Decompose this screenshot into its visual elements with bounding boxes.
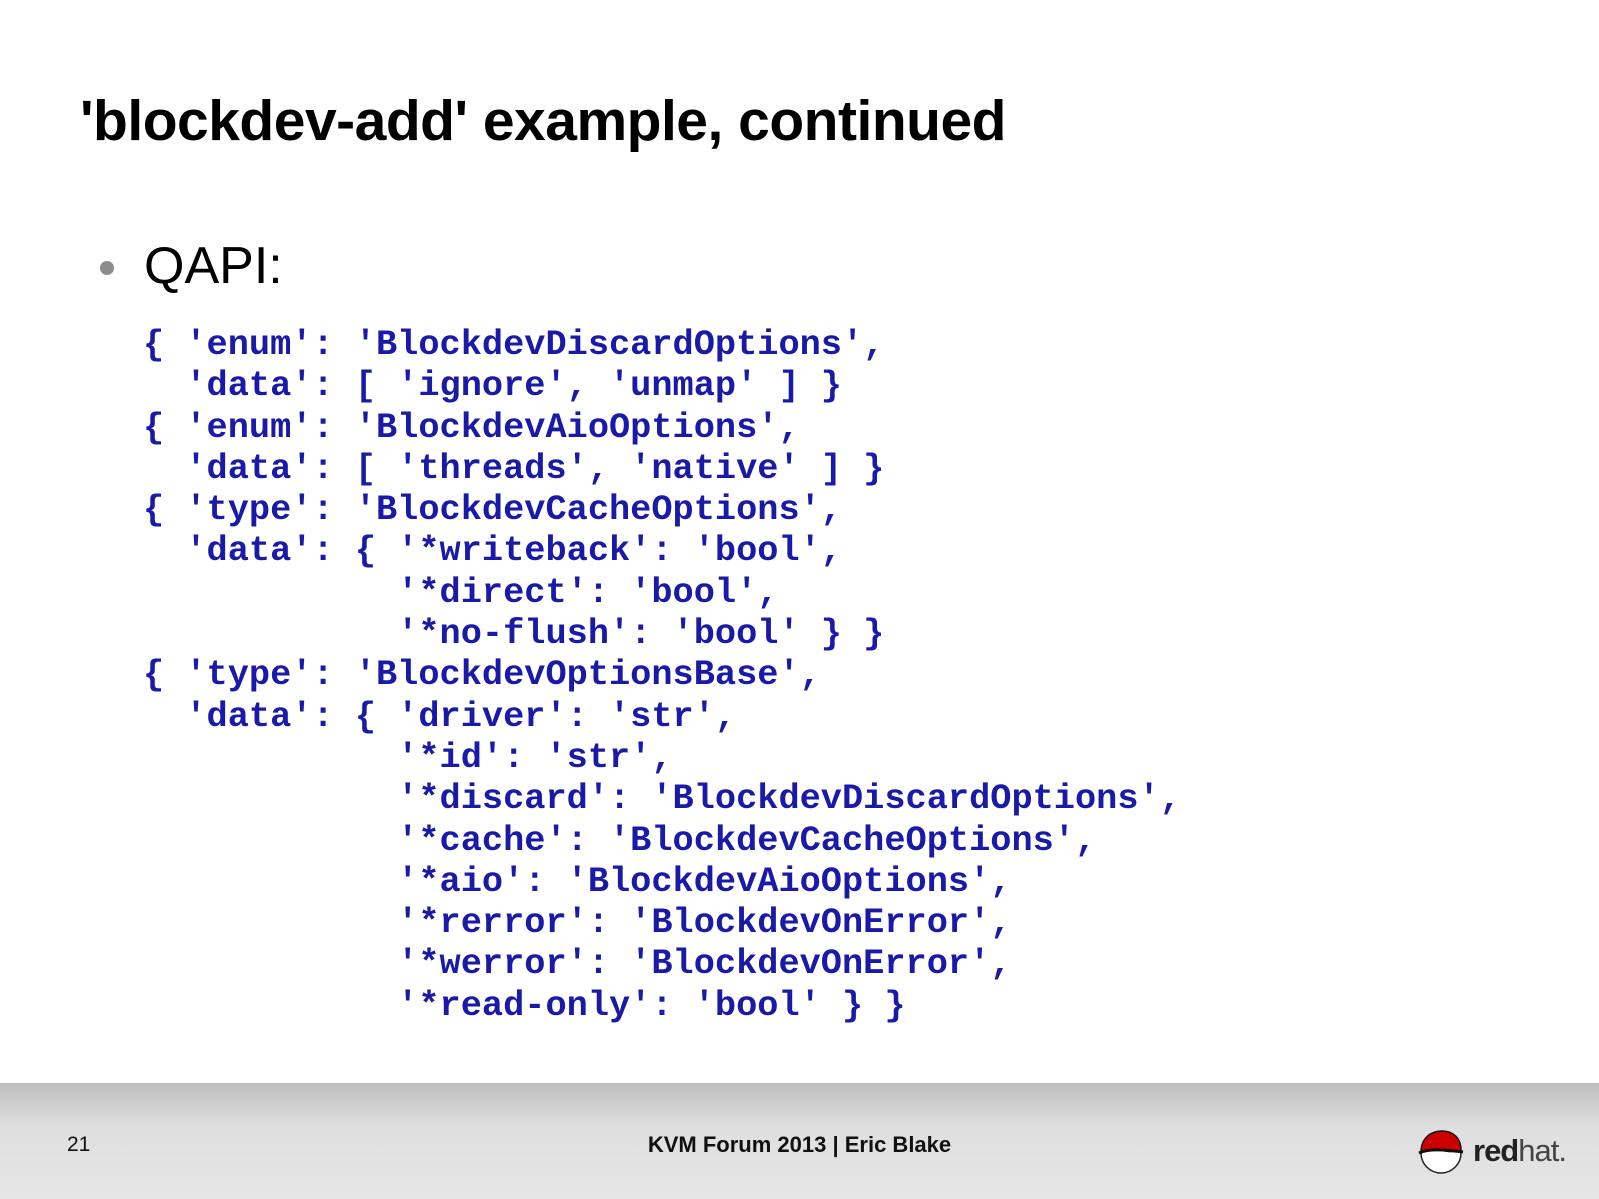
bullet-item: QAPI: — [100, 236, 283, 296]
code-line: 'data': [ 'ignore', 'unmap' ] } — [143, 366, 842, 407]
code-line: '*id': 'str', — [143, 737, 673, 778]
code-line: '*werror': 'BlockdevOnError', — [143, 944, 1012, 985]
code-line: '*rerror': 'BlockdevOnError', — [143, 903, 1012, 944]
code-line: 'data': { '*writeback': 'bool', — [143, 531, 842, 572]
code-block: { 'enum': 'BlockdevDiscardOptions', 'dat… — [143, 325, 1181, 1027]
code-line: { 'type': 'BlockdevCacheOptions', — [143, 490, 842, 531]
slide-title: 'blockdev-add' example, continued — [80, 89, 1006, 153]
redhat-logo: redhat. — [1417, 1128, 1567, 1174]
code-line: { 'enum': 'BlockdevDiscardOptions', — [143, 325, 885, 365]
code-line: 'data': { 'driver': 'str', — [143, 696, 737, 737]
code-line: { 'type': 'BlockdevOptionsBase', — [143, 655, 821, 696]
code-line: 'data': [ 'threads', 'native' ] } — [143, 448, 885, 489]
code-line: '*read-only': 'bool' } } — [143, 985, 906, 1026]
code-line: '*aio': 'BlockdevAioOptions', — [143, 861, 1012, 902]
code-line: '*direct': 'bool', — [143, 572, 779, 613]
code-line: '*no-flush': 'bool' } } — [143, 614, 885, 655]
page-number: 21 — [67, 1133, 91, 1156]
footer-text: KVM Forum 2013 | Eric Blake — [647, 1132, 952, 1157]
code-line: '*cache': 'BlockdevCacheOptions', — [143, 820, 1097, 861]
bullet-text: QAPI: — [144, 237, 283, 295]
code-line: '*discard': 'BlockdevDiscardOptions', — [143, 779, 1181, 820]
footer-bar — [0, 1083, 1599, 1199]
code-line: { 'enum': 'BlockdevAioOptions', — [143, 407, 800, 448]
shadowman-icon — [1418, 1130, 1464, 1174]
bullet-dot-icon — [100, 261, 114, 275]
logo-text: redhat. — [1473, 1133, 1567, 1168]
